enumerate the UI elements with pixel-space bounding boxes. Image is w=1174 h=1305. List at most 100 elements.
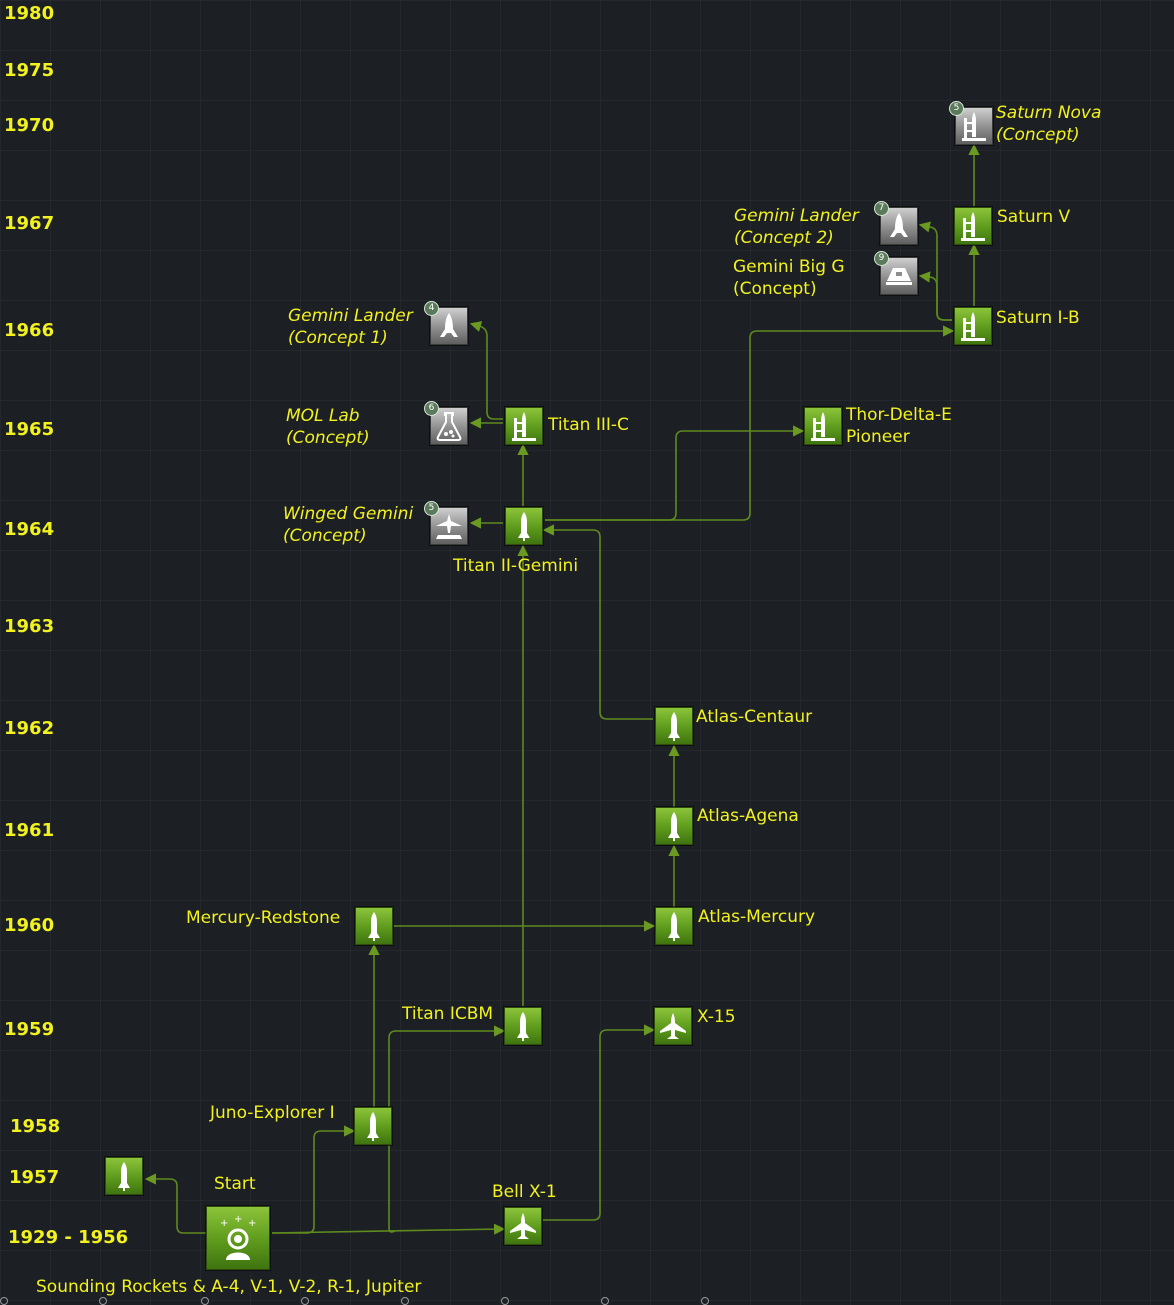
tech-node-atlas-centaur[interactable]: [655, 707, 693, 745]
rocket-icon: [664, 811, 684, 841]
scroll-marker: [501, 1297, 509, 1305]
tech-label-winged-gemini: Winged Gemini (Concept): [283, 503, 413, 547]
launch-tower-icon: [959, 110, 989, 142]
tech-node-gemini-big-g[interactable]: 9: [874, 251, 918, 295]
cost-badge: 7: [874, 201, 889, 216]
tech-node-saturn-nova[interactable]: 5: [949, 101, 993, 145]
tech-node-gemini-lander-2[interactable]: 7: [874, 201, 918, 245]
connector-gemini-thordelta: [545, 425, 805, 521]
connector-start-juno: [272, 1125, 356, 1234]
connector-centaur-gemini: [542, 524, 653, 720]
rocket-icon: [364, 911, 384, 941]
tech-node-mercury-redstone[interactable]: [355, 907, 393, 945]
label-line: MOL Lab: [286, 406, 360, 426]
year-label: 1960: [4, 915, 55, 936]
scroll-marker: [201, 1297, 209, 1305]
connector-gemini-saturnib: [545, 325, 955, 521]
year-label: 1967: [4, 213, 55, 234]
rocket-icon: [513, 1011, 533, 1041]
year-label: 1929 - 1956: [8, 1227, 129, 1248]
tech-label-atlas-agena: Atlas-Agena: [697, 806, 799, 826]
launch-tower-icon: [958, 210, 988, 242]
tech-label-saturn-v: Saturn V: [997, 207, 1071, 227]
label-line: Gemini Lander: [288, 306, 413, 326]
tech-node-titan-iii-c[interactable]: [505, 407, 543, 445]
tech-label-x15: X-15: [697, 1007, 736, 1027]
year-label: 1975: [4, 60, 55, 81]
tech-label-sounding-rockets: Sounding Rockets & A-4, V-1, V-2, R-1, J…: [36, 1277, 422, 1297]
year-label: 1957: [9, 1167, 60, 1188]
rocket-icon: [664, 911, 684, 941]
rocket-icon: [363, 1111, 383, 1141]
tech-node-x15[interactable]: [654, 1007, 692, 1045]
svg-text:+: +: [248, 1218, 256, 1229]
tech-label-atlas-centaur: Atlas-Centaur: [696, 707, 813, 727]
launch-tower-icon: [808, 410, 838, 442]
rocketplane-icon: [658, 1011, 688, 1041]
tech-node-saturn-v[interactable]: [954, 207, 992, 245]
scroll-marker: [0, 1297, 8, 1305]
tech-label-gemini-big-g: Gemini Big G (Concept): [733, 256, 845, 300]
tech-node-saturn-ib[interactable]: [954, 307, 992, 345]
tech-node-mol-lab[interactable]: 6: [424, 401, 468, 445]
tech-node-gemini-lander-1[interactable]: 4: [424, 301, 468, 345]
tech-label-saturn-ib: Saturn I-B: [996, 308, 1080, 328]
launch-tower-icon: [509, 410, 539, 442]
year-label: 1959: [4, 1019, 55, 1040]
tech-node-atlas-mercury[interactable]: [655, 907, 693, 945]
tech-label-gemini-lander-1: Gemini Lander (Concept 1): [288, 305, 413, 349]
year-label: 1964: [4, 519, 55, 540]
year-label: 1962: [4, 718, 55, 739]
tech-node-start[interactable]: + + +: [206, 1206, 270, 1270]
tech-label-titan-ii-gemini: Titan II-Gemini: [453, 556, 579, 576]
tech-node-sounding-rockets[interactable]: [105, 1157, 143, 1195]
tech-node-atlas-agena[interactable]: [655, 807, 693, 845]
tech-label-gemini-lander-2: Gemini Lander (Concept 2): [734, 205, 859, 249]
flask-icon: [436, 411, 462, 441]
svg-text:+: +: [220, 1218, 228, 1229]
year-label: 1966: [4, 320, 55, 341]
label-line: Thor-Delta-E: [846, 405, 952, 425]
tech-label-bell-x1: Bell X-1: [492, 1182, 557, 1202]
connector-bellx1-x15: [543, 1024, 656, 1221]
tech-label-mercury-redstone: Mercury-Redstone: [186, 908, 341, 928]
year-label: 1958: [10, 1116, 61, 1137]
tech-node-bell-x1[interactable]: [504, 1207, 542, 1245]
scroll-marker: [401, 1297, 409, 1305]
year-label: 1963: [4, 616, 55, 637]
tech-label-thor-delta-e: Thor-Delta-E Pioneer: [846, 404, 952, 448]
year-label: 1980: [4, 3, 55, 24]
tech-label-mol-lab: MOL Lab (Concept): [286, 405, 370, 449]
tech-node-thor-delta-e[interactable]: [804, 407, 842, 445]
connector-juno-down: [388, 1125, 396, 1233]
cost-badge: 9: [874, 251, 889, 266]
label-line: (Concept): [996, 125, 1080, 145]
connector-juno-titanicbm: [388, 1025, 506, 1125]
cost-badge: 4: [424, 301, 439, 316]
tech-node-titan-ii-gemini[interactable]: [505, 507, 543, 545]
scroll-marker: [701, 1297, 709, 1305]
cost-badge: 5: [949, 101, 964, 116]
tech-node-titan-icbm[interactable]: [504, 1007, 542, 1045]
rocket-icon: [514, 511, 534, 541]
year-label: 1961: [4, 820, 55, 841]
tech-label-titan-iii-c: Titan III-C: [548, 415, 629, 435]
tech-node-juno-explorer[interactable]: [354, 1107, 392, 1145]
tech-node-winged-gemini[interactable]: 5: [424, 501, 468, 545]
tech-label-start: Start: [214, 1174, 256, 1194]
label-line: Gemini Big G: [733, 257, 845, 277]
capsule-icon: [884, 264, 914, 288]
connector-start-bellx1: [271, 1223, 506, 1235]
lander-icon: [885, 211, 913, 241]
scroll-marker: [601, 1297, 609, 1305]
scroll-marker: [99, 1297, 107, 1305]
tech-label-atlas-mercury: Atlas-Mercury: [698, 907, 816, 927]
launch-tower-icon: [958, 310, 988, 342]
label-line: Saturn Nova: [996, 103, 1102, 123]
svg-text:+: +: [234, 1214, 242, 1225]
connector-saturnib-lander2: [918, 221, 952, 321]
rocketplane-icon: [508, 1211, 538, 1241]
label-line: (Concept): [286, 428, 370, 448]
label-line: Gemini Lander: [734, 206, 859, 226]
